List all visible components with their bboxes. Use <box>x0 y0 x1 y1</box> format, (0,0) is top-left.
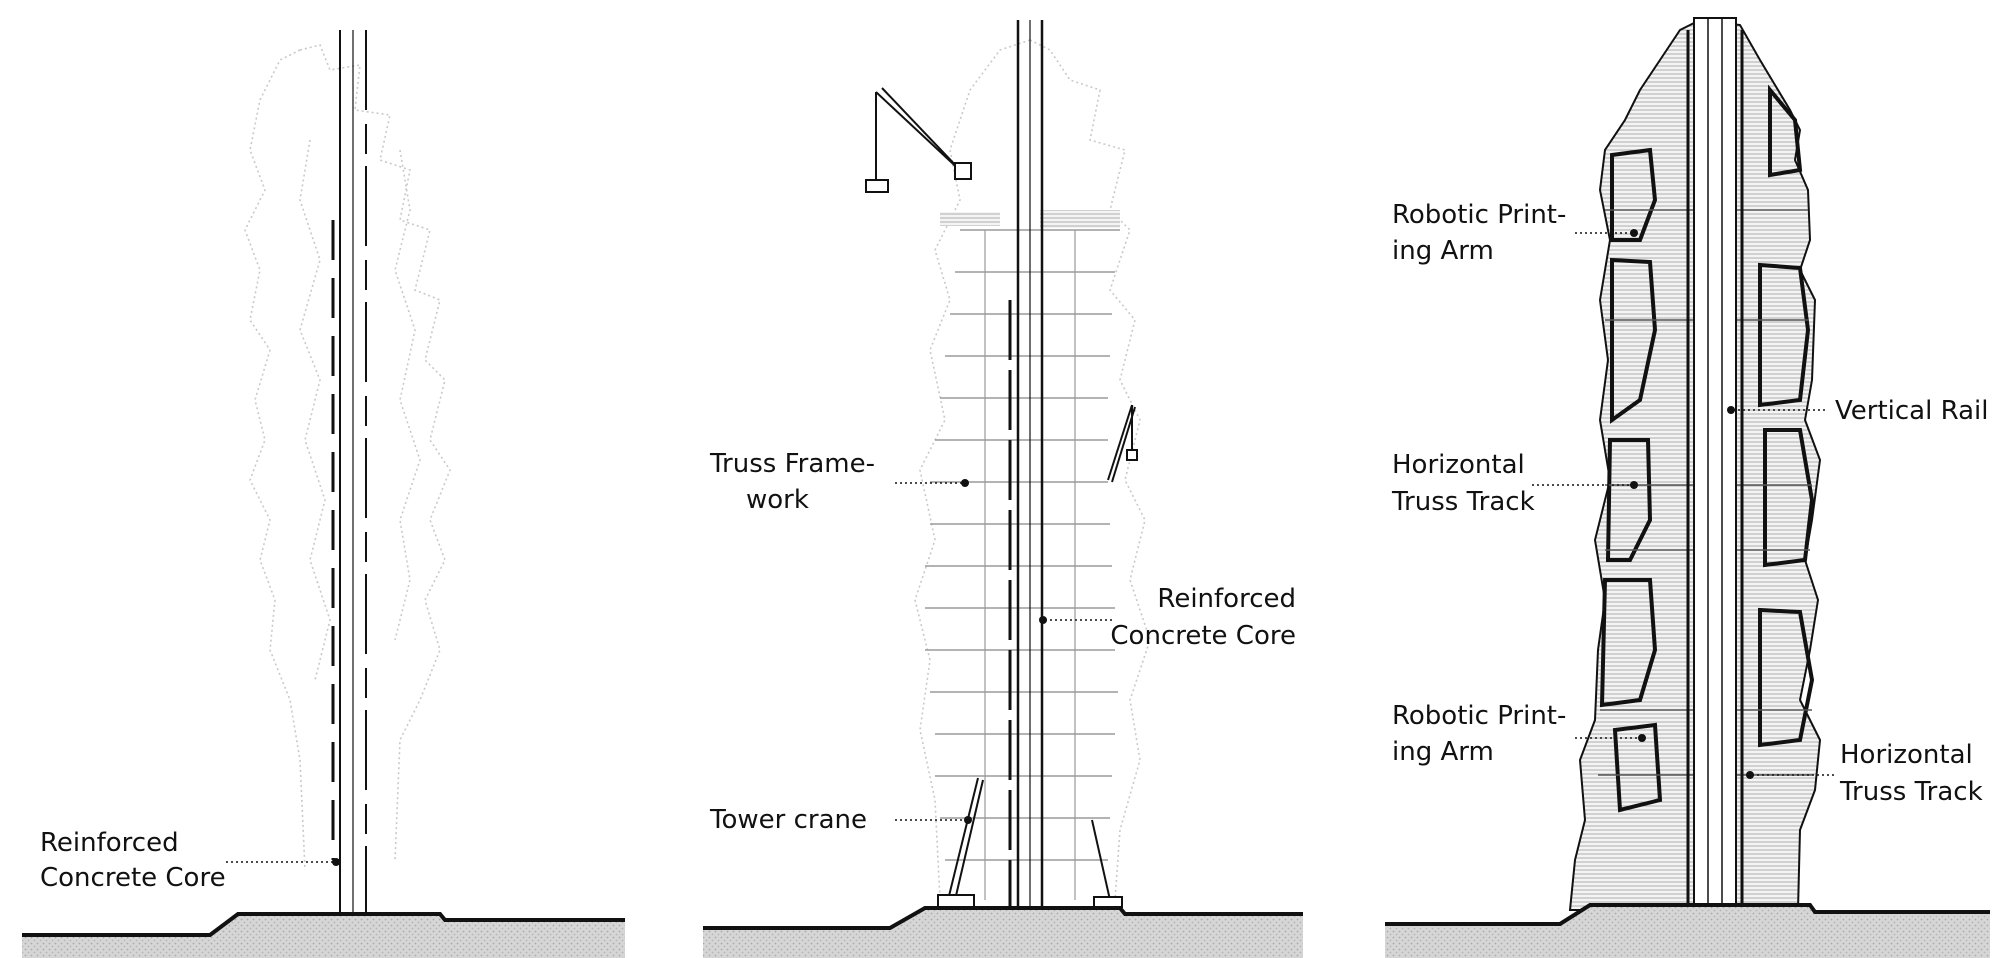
svg-text:ing Arm: ing Arm <box>1392 737 1494 767</box>
truss-floor-lines <box>925 229 1120 861</box>
ground-line <box>1385 903 1990 926</box>
mobile-crane-right <box>1091 819 1123 908</box>
panel-1-core-only: Reinforced Concrete Core <box>22 30 625 958</box>
svg-text:Robotic Print-: Robotic Print- <box>1392 200 1566 230</box>
tower-crane-bottom <box>937 777 984 914</box>
ground-section <box>703 908 1303 958</box>
svg-text:Truss Track: Truss Track <box>1391 487 1535 517</box>
tower-crane-top <box>865 87 972 193</box>
svg-text:Reinforced: Reinforced <box>1157 584 1296 614</box>
vertical-rail-core <box>1693 17 1737 919</box>
svg-text:Vertical Rail: Vertical Rail <box>1835 396 1988 426</box>
tower-crane-upper-right <box>1107 404 1138 483</box>
future-tower-ghost-inner <box>299 139 421 681</box>
label-truss-framework: Truss Frame- work <box>709 449 875 515</box>
future-tower-ghost-outline <box>914 39 1151 901</box>
printed-wall-blocks <box>1599 84 1815 813</box>
ground-section <box>22 914 625 958</box>
ground-section <box>1385 905 1990 958</box>
svg-text:Concrete Core: Concrete Core <box>1110 621 1296 651</box>
svg-text:Tower crane: Tower crane <box>709 805 867 835</box>
svg-text:Truss Frame-: Truss Frame- <box>709 449 875 479</box>
leader-dot <box>332 858 340 866</box>
label-vertical-rail: Vertical Rail <box>1835 396 1988 426</box>
label-horizontal-truss-track-left: Horizontal Truss Track <box>1391 450 1535 517</box>
svg-text:Horizontal: Horizontal <box>1840 740 1973 770</box>
svg-text:Horizontal: Horizontal <box>1392 450 1525 480</box>
svg-text:work: work <box>746 485 809 515</box>
svg-text:Truss Track: Truss Track <box>1839 777 1983 807</box>
truss-vertical-posts <box>984 230 1076 900</box>
ground-line <box>703 906 1303 930</box>
label-robotic-printing-arm-top: Robotic Print- ing Arm <box>1392 200 1566 266</box>
label-horizontal-truss-track-right: Horizontal Truss Track <box>1839 740 1983 807</box>
ground-line <box>22 912 625 937</box>
panel-3-printed-tower: Robotic Print- ing Arm Vertical Rail Hor… <box>1385 17 1990 958</box>
label-tower-crane: Tower crane <box>709 805 867 835</box>
label-reinforced-concrete-core-1: Reinforced Concrete Core <box>40 828 226 893</box>
svg-text:Robotic Print-: Robotic Print- <box>1392 701 1566 731</box>
future-tower-ghost-outline <box>244 44 451 871</box>
panel-2-truss-framework: Truss Frame- work Reinforced Concrete Co… <box>703 20 1303 958</box>
label-robotic-printing-arm-bottom: Robotic Print- ing Arm <box>1392 701 1566 767</box>
svg-text:Concrete Core: Concrete Core <box>40 863 226 893</box>
svg-text:ing Arm: ing Arm <box>1392 236 1494 266</box>
svg-text:Reinforced: Reinforced <box>40 828 179 858</box>
label-reinforced-concrete-core-2: Reinforced Concrete Core <box>1110 584 1296 651</box>
